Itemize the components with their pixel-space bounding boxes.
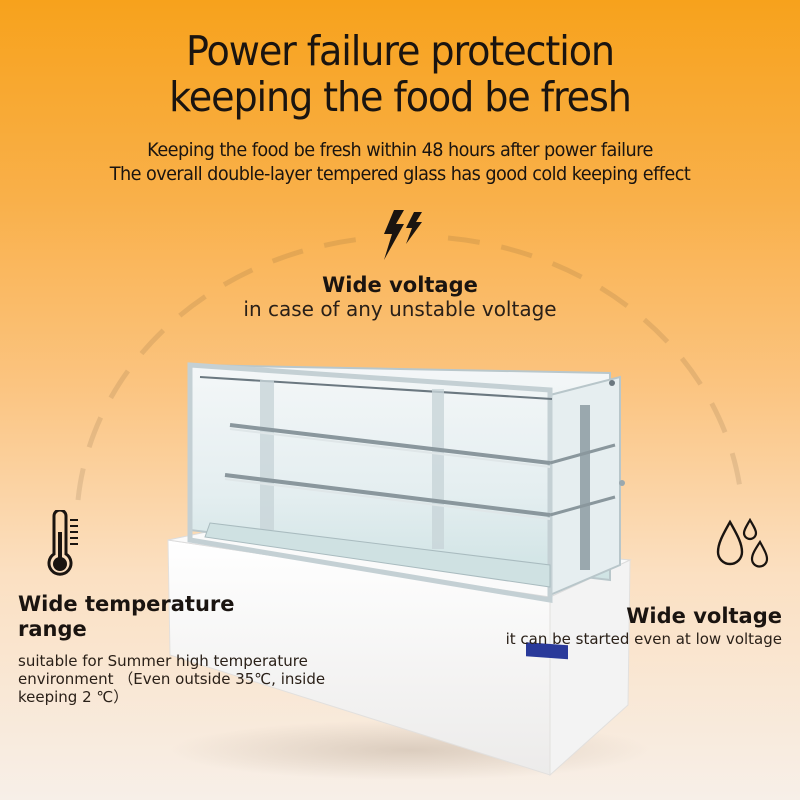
subtitle-line-1: Keeping the food be fresh within 48 hour… [147, 139, 653, 161]
feature-text-line-1: suitable for Summer high temperature [18, 652, 308, 670]
feature-title-line-1: Wide temperature [18, 592, 235, 616]
feature-text: suitable for Summer high temperature env… [18, 652, 348, 706]
water-drops-icon [716, 518, 769, 568]
page-subtitle: Keeping the food be fresh within 48 hour… [28, 138, 772, 186]
feature-text: in case of any unstable voltage [243, 297, 557, 321]
feature-wide-voltage-top: Wide voltage in case of any unstable vol… [0, 273, 800, 321]
subtitle-line-2: The overall double-layer tempered glass … [109, 163, 691, 185]
lightning-icon [384, 210, 422, 260]
feature-text-line-3: keeping 2 ℃） [18, 688, 129, 706]
feature-title: Wide voltage [626, 604, 782, 628]
feature-wide-voltage-right: Wide voltage it can be started even at l… [462, 604, 782, 648]
feature-text-line-2: environment （Even outside 35℃, inside [18, 670, 326, 688]
feature-title-line-2: range [18, 617, 87, 641]
headline-line-1: Power failure protection [186, 27, 615, 75]
thermometer-icon [47, 510, 78, 576]
feature-text: it can be started even at low voltage [505, 630, 782, 648]
display-fridge-image [167, 362, 650, 780]
page-headline: Power failure protection keeping the foo… [28, 28, 772, 120]
brand-badge [526, 642, 568, 660]
headline-line-2: keeping the food be fresh [169, 73, 632, 121]
feature-title: Wide voltage [322, 273, 478, 297]
feature-wide-temperature: Wide temperature range suitable for Summ… [18, 592, 348, 706]
